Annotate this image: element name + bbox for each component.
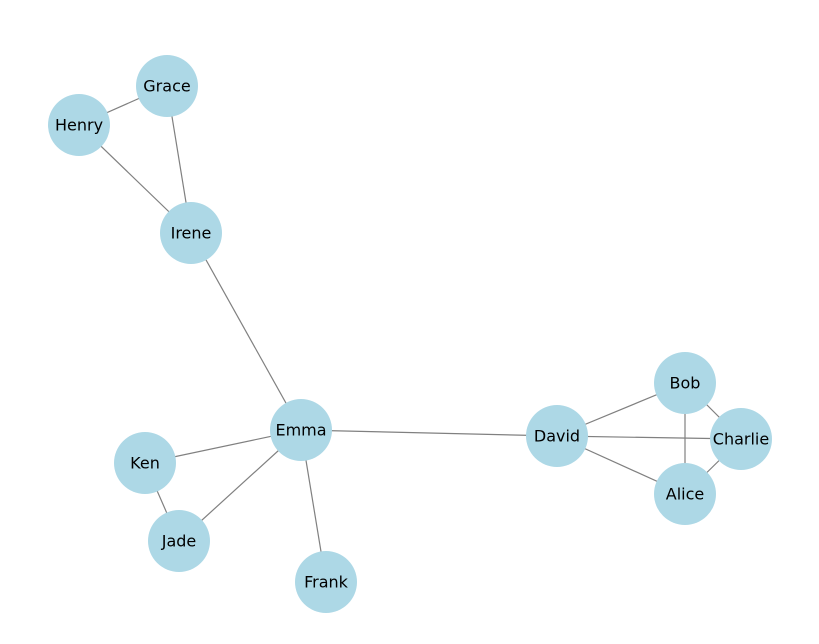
node-label: Irene	[171, 224, 212, 243]
node-circle	[654, 463, 716, 525]
node-bob: Bob	[654, 352, 716, 414]
edge-emma-david	[300, 429, 558, 437]
node-label: Alice	[666, 485, 704, 504]
node-alice: Alice	[654, 463, 716, 525]
node-grace: Grace	[136, 55, 198, 117]
node-circle	[148, 510, 210, 572]
edges-layer	[78, 85, 742, 583]
node-circle	[295, 551, 357, 613]
node-label: Frank	[304, 573, 349, 592]
node-label: Bob	[670, 374, 701, 393]
edge-irene-emma	[190, 232, 302, 431]
node-jade: Jade	[148, 510, 210, 572]
node-label: Jade	[161, 532, 197, 551]
node-label: Emma	[275, 421, 326, 440]
node-circle	[710, 408, 772, 470]
node-circle	[270, 399, 332, 461]
node-label: Charlie	[713, 430, 769, 449]
node-circle	[114, 432, 176, 494]
node-irene: Irene	[160, 202, 222, 264]
node-ken: Ken	[114, 432, 176, 494]
node-circle	[48, 94, 110, 156]
node-circle	[654, 352, 716, 414]
node-henry: Henry	[48, 94, 110, 156]
node-circle	[160, 202, 222, 264]
node-circle	[136, 55, 198, 117]
node-charlie: Charlie	[710, 408, 772, 470]
node-david: David	[526, 405, 588, 467]
node-label: Henry	[55, 116, 103, 135]
node-circle	[526, 405, 588, 467]
node-label: David	[534, 427, 580, 446]
node-emma: Emma	[270, 399, 332, 461]
node-frank: Frank	[295, 551, 357, 613]
node-label: Ken	[130, 454, 160, 473]
node-label: Grace	[143, 77, 190, 96]
